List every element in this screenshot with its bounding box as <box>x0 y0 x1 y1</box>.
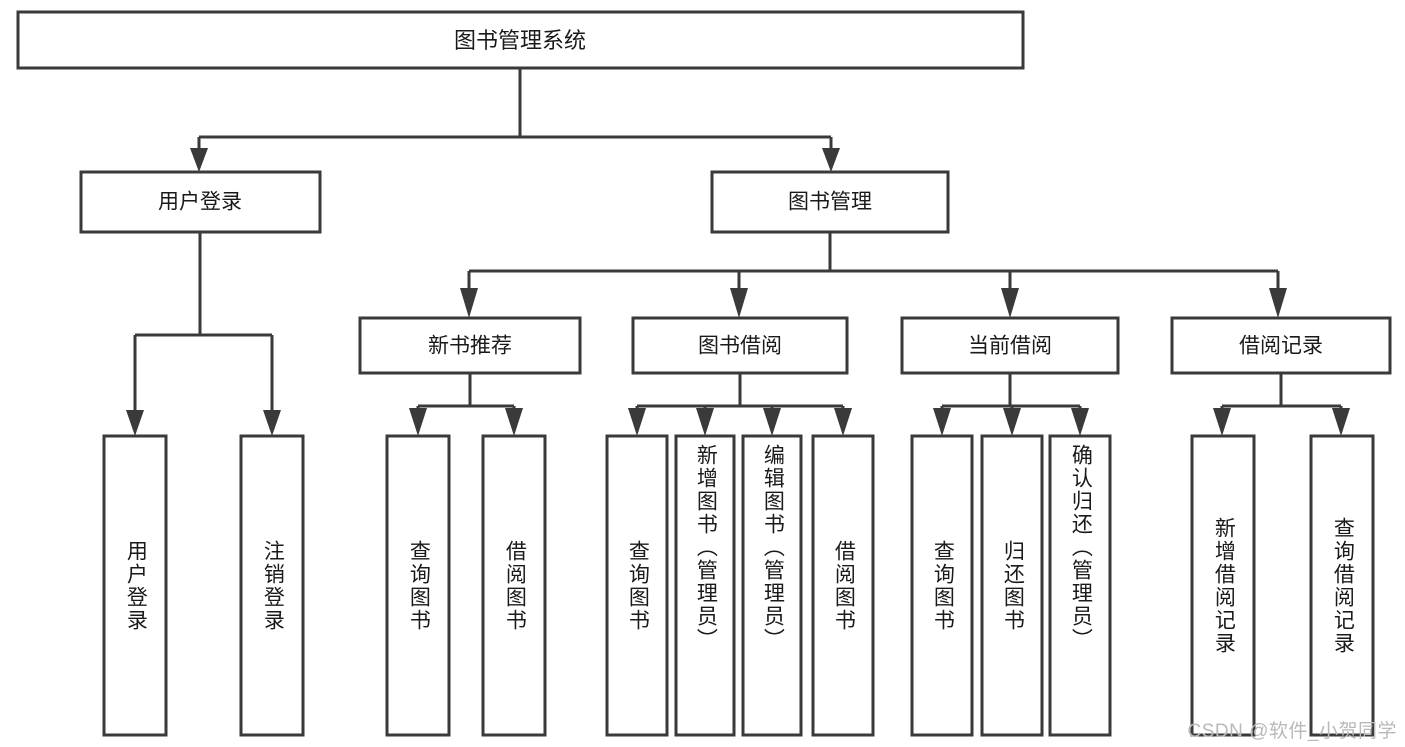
connector-root-to-level2 <box>190 68 840 172</box>
leaf-box-book-borrow-1[interactable] <box>674 434 736 737</box>
node-borrow-record[interactable]: 借阅记录 <box>1170 316 1392 375</box>
leaf-box-user-login-1[interactable] <box>239 434 305 737</box>
new-book-recommend-label: 新书推荐 <box>428 335 512 358</box>
user-login-box[interactable] <box>79 170 322 234</box>
node-root[interactable]: 图书管理系统 <box>16 10 1025 70</box>
connector-new-book-recommend-to-leaves <box>409 373 523 436</box>
new-book-recommend-box[interactable] <box>358 316 582 375</box>
connector-current-borrow-to-leaves <box>933 373 1089 436</box>
connector-user-login-to-leaves <box>126 232 281 436</box>
connector-book-borrow-to-leaves <box>628 373 852 436</box>
borrow-record-label: 借阅记录 <box>1239 335 1323 358</box>
current-borrow-box[interactable] <box>900 316 1120 375</box>
leaf-box-book-borrow-2[interactable] <box>741 434 803 737</box>
node-user-login[interactable]: 用户登录 <box>79 170 322 234</box>
leaf-box-current-borrow-0[interactable] <box>910 434 974 737</box>
leaf-box-borrow-record-0[interactable] <box>1190 434 1256 737</box>
leaf-box-book-borrow-0[interactable] <box>605 434 669 737</box>
node-book-manage[interactable]: 图书管理 <box>710 170 950 234</box>
arrow-head-book-manage <box>822 148 840 172</box>
node-current-borrow[interactable]: 当前借阅 <box>900 316 1120 375</box>
node-new-book-recommend[interactable]: 新书推荐 <box>358 316 582 375</box>
leaf-box-current-borrow-1[interactable] <box>980 434 1044 737</box>
leaf-box-new-book-0[interactable] <box>385 434 451 737</box>
leaf-box-user-login-0[interactable] <box>102 434 168 737</box>
book-manage-label: 图书管理 <box>788 191 872 214</box>
arrow-head-user-login <box>190 148 208 172</box>
book-borrow-label: 图书借阅 <box>698 335 782 358</box>
leaf-box-borrow-record-1[interactable] <box>1309 434 1375 737</box>
current-borrow-label: 当前借阅 <box>968 335 1052 358</box>
root-label: 图书管理系统 <box>454 28 586 53</box>
user-login-label: 用户登录 <box>158 191 242 214</box>
leaf-box-new-book-1[interactable] <box>481 434 547 737</box>
connector-book-manage-to-level3 <box>460 232 1287 318</box>
leaf-box-current-borrow-2[interactable] <box>1048 434 1112 737</box>
connector-borrow-record-to-leaves <box>1213 373 1350 436</box>
node-book-borrow[interactable]: 图书借阅 <box>631 316 849 375</box>
leaf-box-book-borrow-3[interactable] <box>811 434 875 737</box>
root-box[interactable] <box>16 10 1025 70</box>
